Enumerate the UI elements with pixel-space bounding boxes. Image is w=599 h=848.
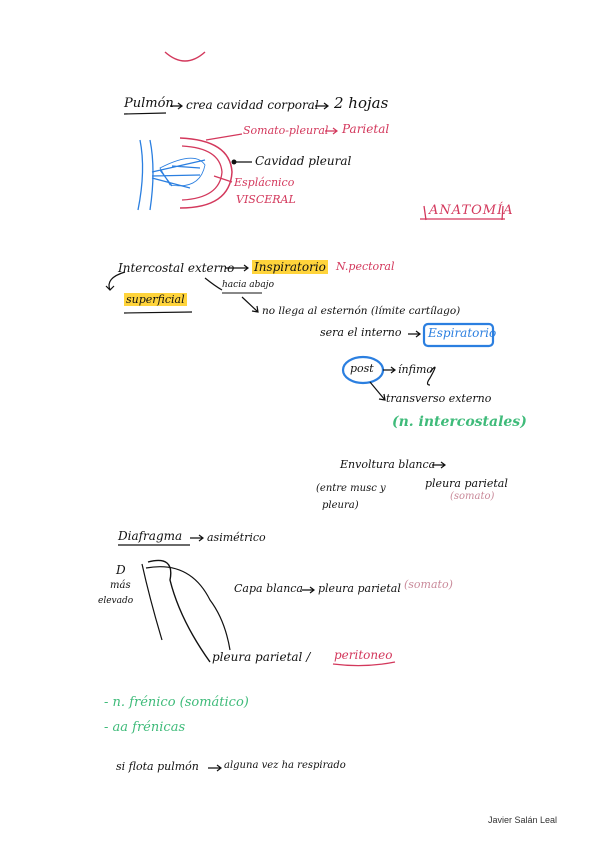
arrow-asimetrico [190, 534, 204, 542]
arrow-transverso [369, 381, 386, 401]
npectoral-label: N.pectoral [336, 260, 395, 273]
arrow-crea [170, 102, 183, 110]
somato-diafragma-label: (somato) [404, 578, 453, 591]
hacia-label: hacia abajo [222, 280, 275, 290]
crea-label: crea cavidad corporal [186, 98, 319, 112]
arrow-envoltura [432, 461, 446, 469]
parietal-label: Parietal [342, 122, 390, 136]
arrow-alguna [208, 764, 222, 772]
arrow-somato [205, 133, 243, 141]
esplacnico-label: Esplácnico [234, 176, 295, 189]
bronchi [151, 159, 206, 189]
arrow-hojas [315, 102, 329, 110]
flota-label: si flota pulmón [116, 760, 199, 773]
arrow-infimo [383, 366, 396, 374]
arrow-left-curve [105, 271, 126, 291]
alguna-label: alguna vez ha respirado [224, 760, 346, 771]
pleura-parietal-peritoneo-label: pleura parietal / [212, 650, 311, 664]
aa-label: - aa frénicas [104, 720, 186, 735]
inspiratorio-label: Inspiratorio [252, 260, 328, 274]
arrow-nollega [241, 296, 259, 313]
d-label: D [116, 563, 126, 577]
diafragma-curve-outer [147, 559, 211, 663]
hojas-label: 2 hojas [334, 94, 389, 112]
underline-pulmon [123, 112, 167, 115]
arrow-capa [302, 586, 315, 594]
cavidad-label: Cavidad pleural [255, 154, 352, 168]
infimo-curl [426, 366, 436, 386]
trachea-right [149, 139, 154, 211]
arrow-espiratorio [408, 330, 421, 338]
underline-superficial [123, 311, 193, 314]
infimo-label: ínfimo [398, 363, 433, 376]
pleura-label: pleura) [322, 500, 359, 511]
top-arc [164, 51, 206, 62]
elevado-label: elevado [98, 596, 134, 606]
diafragma-title: Diafragma [118, 529, 183, 543]
visceral-label: VISCERAL [236, 193, 296, 206]
peritoneo-underline [332, 661, 396, 667]
capa-label: Capa blanca [234, 582, 303, 595]
trachea-left [137, 139, 144, 211]
nintercostales-label: (n. intercostales) [392, 414, 527, 430]
somato-intercostal-label: (somato) [450, 491, 495, 502]
envoltura-label: Envoltura blanca [340, 458, 436, 471]
diafragma-left [141, 563, 163, 641]
author-footer: Javier Salán Leal [488, 815, 558, 825]
lung-outer-arc [179, 137, 233, 209]
anatomia-brackets [423, 205, 504, 221]
superficial-label: superficial [124, 293, 187, 306]
post-label: post [350, 362, 374, 375]
pleura-parietal-label: pleura parietal [425, 477, 508, 490]
peritoneo-label: peritoneo [334, 648, 393, 662]
sera-label: sera el interno [320, 326, 402, 339]
espiratorio-label: Espiratorio [428, 326, 497, 340]
lung-fill [159, 157, 206, 187]
asimetrico-label: asimétrico [207, 531, 266, 544]
arrow-parietal [325, 127, 338, 135]
arrow-inspiratorio [225, 264, 249, 272]
line-esplacnico [213, 175, 233, 183]
pleura-parietal-diafragma-label: pleura parietal [318, 582, 401, 595]
diafragma-curve-inner [145, 566, 231, 651]
frenico-label: - n. frénico (somático) [104, 695, 249, 710]
entre-label: (entre musc y [316, 483, 386, 494]
anatomia-title: ANATOMÍA [429, 203, 514, 218]
transverso-label: transverso externo [386, 392, 492, 405]
pulmon-label: Pulmón [124, 96, 174, 111]
intercostal-externo-label: Intercostal externo [118, 261, 235, 275]
arrow-hacia [204, 277, 223, 291]
nollega-label: no llega al esternón (límite cartílago) [262, 305, 461, 317]
somato-label: Somato-pleural [243, 124, 329, 137]
espiratorio-box [422, 322, 495, 348]
mas-label: más [110, 580, 131, 591]
lung-inner-arc [181, 145, 223, 201]
